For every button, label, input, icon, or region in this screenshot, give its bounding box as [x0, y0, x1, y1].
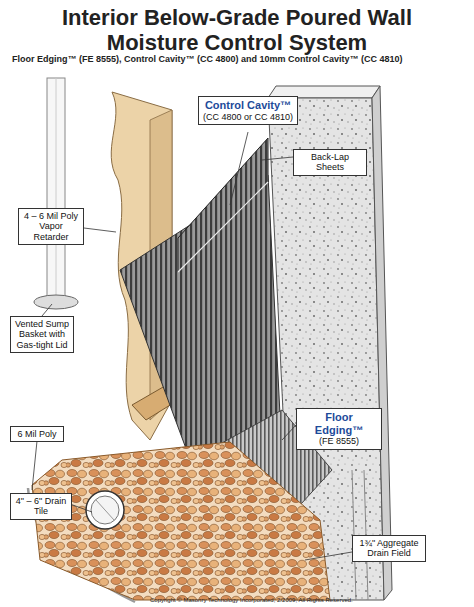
product-name: Floor Edging™	[300, 411, 378, 436]
callout-text: 4 – 6 Mil Poly Vapor Retarder	[22, 211, 80, 242]
callout-box: 4" – 6" Drain Tile	[10, 493, 72, 520]
callout-box: Control Cavity™(CC 4800 or CC 4810)	[198, 96, 298, 125]
callout-text: (FE 8555)	[300, 436, 378, 446]
callout-text: 1¾" Aggregate Drain Field	[356, 538, 422, 559]
callout-text: Vented Sump Basket with Gas-tight Lid	[14, 319, 70, 350]
product-name: Control Cavity™	[202, 99, 294, 112]
callout-text: Back-Lap Sheets	[297, 152, 363, 173]
callout-box: 4 – 6 Mil Poly Vapor Retarder	[18, 208, 84, 245]
callout-text: 6 Mil Poly	[14, 429, 60, 439]
copyright-note: Copyright © Masonry Technology Incorpora…	[150, 597, 470, 603]
callout-box: 6 Mil Poly	[10, 426, 64, 442]
callout-text: 4" – 6" Drain Tile	[14, 496, 68, 517]
diagram-title: Interior Below-Grade Poured Wall Moistur…	[27, 6, 447, 55]
callout-text: (CC 4800 or CC 4810)	[202, 112, 294, 122]
callout-box: Floor Edging™(FE 8555)	[296, 408, 382, 450]
callout-box: 1¾" Aggregate Drain Field	[352, 535, 426, 562]
callout-box: Vented Sump Basket with Gas-tight Lid	[10, 316, 74, 353]
subtitle-text: Floor Edging™ (FE 8555), Control Cavity™…	[12, 54, 472, 64]
callout-box: Back-Lap Sheets	[293, 149, 367, 176]
